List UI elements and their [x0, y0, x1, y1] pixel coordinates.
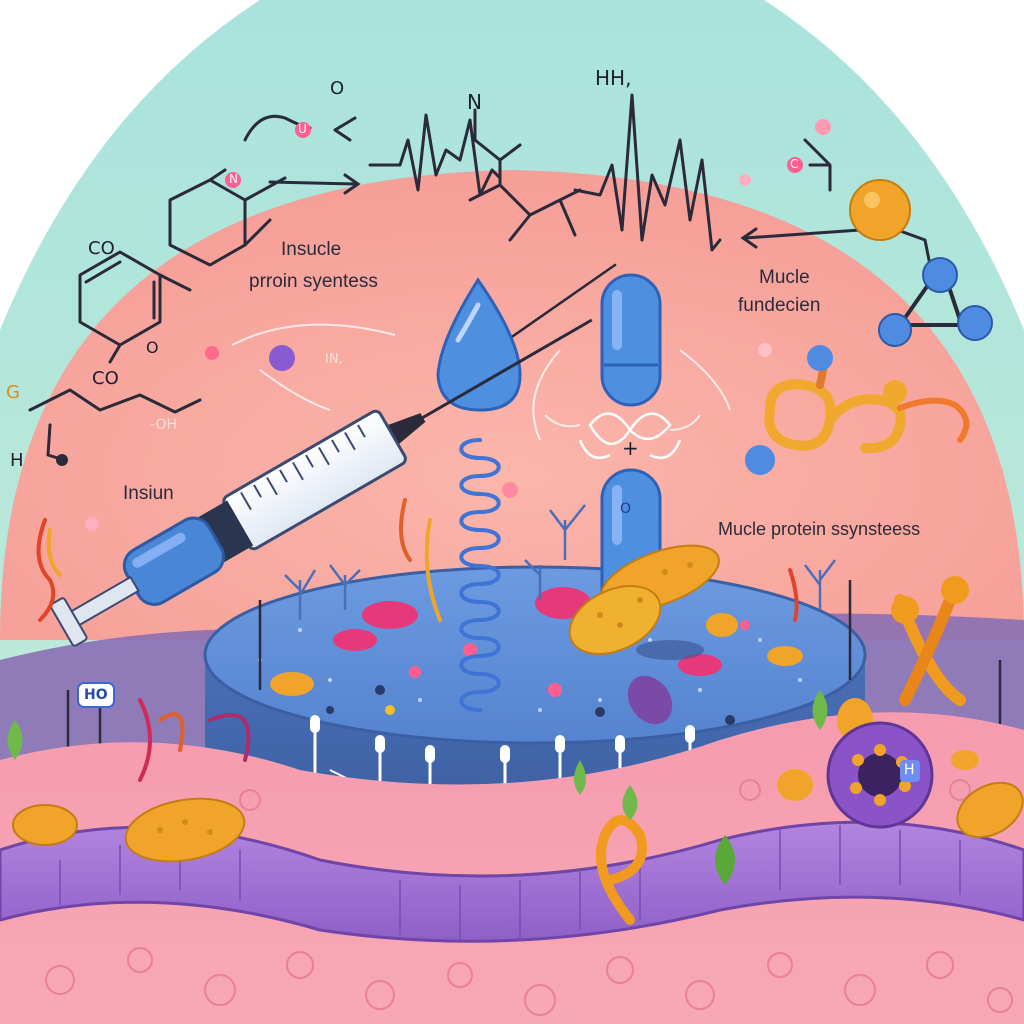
- orange-ring-molecule: [745, 345, 970, 475]
- tissue-base: [0, 712, 1024, 1024]
- chem-o-top: O: [330, 78, 345, 99]
- molecule-cluster-top-right: [849, 179, 993, 347]
- floating-particles: [56, 119, 831, 531]
- faint-arcs: [231, 323, 731, 441]
- green-leaves: [7, 690, 828, 885]
- chem-o-right: O: [146, 338, 159, 357]
- cell-icon: [826, 721, 934, 829]
- mitochondria-tissue: [12, 698, 1024, 863]
- chem-g: G: [6, 382, 20, 403]
- label-mucle-protein: Mucle protein ssynsteess: [718, 519, 921, 539]
- chem-ho-badge: HO: [84, 687, 108, 703]
- chem-in: IN,: [325, 352, 343, 367]
- chem-hh: HH,: [595, 66, 632, 90]
- label-prroin-syentess: prroin syentess: [249, 271, 378, 292]
- drop-icon: [436, 277, 522, 412]
- chem-c-pink: C: [790, 157, 799, 171]
- chem-plus: +: [622, 436, 639, 460]
- chem-pill-o: O: [620, 501, 632, 517]
- tissue-cells: [19, 779, 1013, 1016]
- corner-right: [764, 0, 1024, 330]
- protein-helix: [459, 438, 501, 712]
- fiber-squiggles: [36, 498, 799, 782]
- ho-badge: [77, 682, 115, 708]
- chem-oh: -OH: [150, 417, 177, 433]
- label-mucle: Mucle: [759, 267, 810, 288]
- chemical-structures: [28, 93, 932, 462]
- chem-h: H: [10, 450, 24, 471]
- chem-u: U: [298, 122, 307, 136]
- label-fundecien: fundecien: [738, 295, 821, 316]
- receptor-sprigs: [284, 504, 836, 620]
- label-insucle: Insucle: [281, 239, 342, 260]
- chem-co-mid: CO: [92, 368, 119, 389]
- label-insiun: Insiun: [123, 483, 174, 504]
- syringe-icon: [49, 318, 593, 647]
- muscle-striations: [59, 825, 961, 940]
- chem-co-top: CO: [88, 238, 115, 259]
- receptor-symbol: [578, 412, 682, 460]
- corner-left: [0, 0, 260, 330]
- mitochondria-right: [568, 544, 738, 655]
- capsule-icon-top: [600, 273, 662, 407]
- chem-n-pink: N: [229, 172, 238, 186]
- chem-n: N: [467, 90, 482, 114]
- muscle-band: [0, 820, 1024, 943]
- loop-proteins: [595, 576, 969, 925]
- chem-cell-h: H: [904, 762, 915, 778]
